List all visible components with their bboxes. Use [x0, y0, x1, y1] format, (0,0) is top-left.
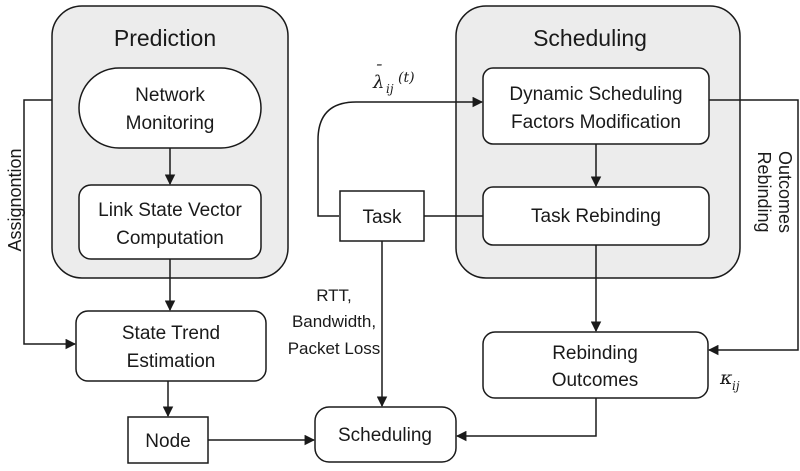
rebinding-side-line-2: Outcomes — [775, 151, 795, 233]
scheduling-box-label: Scheduling — [338, 425, 432, 446]
prediction-title: Prediction — [114, 25, 216, 51]
task-label: Task — [362, 207, 402, 228]
node-label: Node — [145, 431, 190, 452]
dynamic-factors-line-2: Factors Modification — [511, 112, 681, 133]
lambda-label: ¯ λ ij (t) — [372, 61, 415, 96]
state-trend-line-2: Estimation — [127, 351, 216, 372]
rtt-line-2: Bandwidth, — [292, 312, 376, 331]
assignment-label: Assignontion — [5, 148, 25, 251]
arrow-outcomes-to-scheduling — [455, 398, 597, 442]
kappa-subscript: ij — [732, 379, 740, 393]
rtt-line-1: RTT, — [316, 286, 352, 305]
lambda-bar: ¯ — [374, 61, 382, 80]
network-monitoring-line-1: Network — [135, 85, 205, 106]
link-state-vector-line-2: Computation — [116, 228, 224, 249]
dynamic-factors-line-1: Dynamic Scheduling — [509, 84, 682, 105]
lambda-argument: (t) — [398, 70, 415, 86]
node-box — [127, 416, 209, 464]
kappa-symbol: κ — [719, 367, 733, 389]
rtt-line-3: Packet Loss — [288, 339, 381, 358]
network-monitoring-box — [78, 67, 262, 149]
network-monitoring-line-2: Monitoring — [126, 113, 215, 134]
arrow-lambda-loop — [317, 96, 484, 217]
link-state-vector-line-1: Link State Vector — [98, 200, 242, 221]
lambda-subscript: ij — [386, 82, 394, 96]
state-trend-line-1: State Trend — [122, 323, 220, 344]
task-rebinding-label: Task Rebinding — [531, 206, 661, 227]
rebinding-side-line-1: Rebinding — [754, 151, 774, 232]
lambda-symbol: λ — [372, 72, 384, 93]
kappa-label: κ ij — [719, 367, 740, 393]
arrow-assignment-feed — [23, 99, 77, 350]
scheduling-group-title: Scheduling — [533, 25, 647, 51]
rebinding-outcomes-line-1: Rebinding — [552, 343, 638, 364]
arrow-outcomes-feedback — [707, 99, 799, 356]
rebinding-outcomes-line-2: Outcomes — [552, 370, 639, 391]
